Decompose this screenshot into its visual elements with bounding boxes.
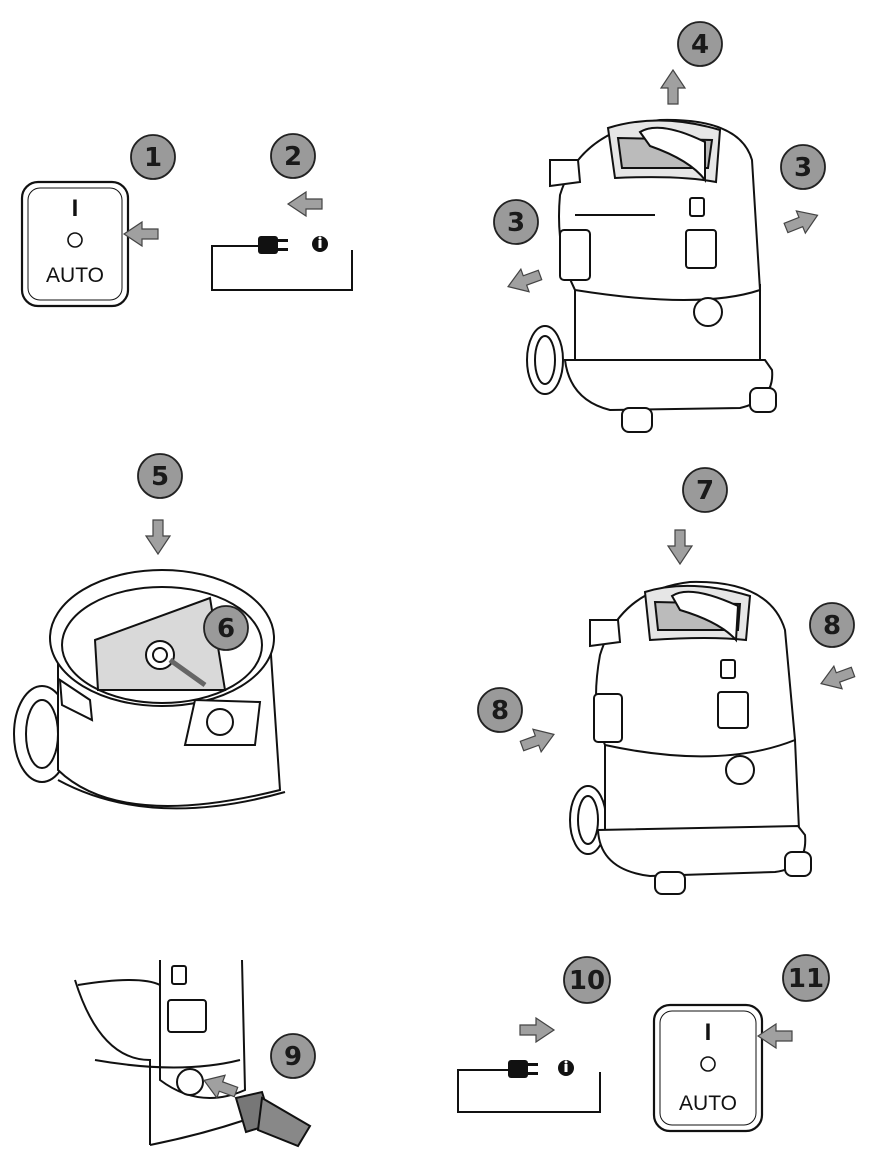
step-badge-4: 4: [677, 21, 723, 67]
switch-panel-11: I AUTO: [652, 1003, 764, 1133]
svg-text:6: 6: [217, 614, 235, 644]
svg-text:10: 10: [569, 966, 605, 996]
svg-text:3: 3: [794, 153, 812, 183]
step-badge-6: 6: [203, 605, 249, 651]
step-badge-3-right: 3: [780, 144, 826, 190]
step-badge-3-left: 3: [493, 199, 539, 245]
svg-text:9: 9: [284, 1042, 302, 1072]
vacuum-illustration-1: [526, 118, 777, 433]
switch-auto-label: AUTO: [46, 264, 104, 287]
step-badge-8-right: 8: [809, 602, 855, 648]
container-illustration: [13, 569, 286, 810]
switch-indicator-light: [700, 1056, 716, 1072]
info-icon: [312, 236, 328, 252]
plug-panel-2: [211, 236, 353, 291]
arrow-step-1: [123, 221, 159, 247]
switch-on-mark: I: [705, 1019, 712, 1046]
switch-indicator-light: [67, 232, 83, 248]
step-badge-8-left: 8: [477, 687, 523, 733]
plug-panel-10: [457, 1060, 601, 1113]
arrow-step-4: [660, 69, 686, 105]
svg-text:11: 11: [788, 964, 824, 994]
step-badge-2: 2: [270, 133, 316, 179]
step-badge-1: 1: [130, 134, 176, 180]
step-badge-9: 9: [270, 1033, 316, 1079]
arrow-step-7: [667, 529, 693, 565]
info-icon: [558, 1060, 574, 1076]
svg-text:8: 8: [823, 611, 841, 641]
switch-on-mark: I: [72, 195, 79, 222]
plug-icon: [258, 236, 288, 254]
svg-text:2: 2: [284, 142, 302, 172]
arrow-step-8-right: [816, 660, 858, 696]
step-badge-11: 11: [782, 954, 830, 1002]
filter-bag-collar: [145, 640, 175, 670]
plug-icon: [508, 1060, 538, 1078]
vacuum-illustration-2: [569, 580, 812, 895]
hose-connection-illustration: [74, 959, 312, 1148]
step-badge-7: 7: [682, 467, 728, 513]
step-badge-5: 5: [137, 453, 183, 499]
arrow-step-10: [519, 1017, 555, 1043]
arrow-step-3-left: [503, 263, 545, 299]
svg-text:7: 7: [696, 476, 714, 506]
arrow-step-2: [287, 191, 323, 217]
svg-text:4: 4: [691, 30, 709, 60]
step-badge-10: 10: [563, 956, 611, 1004]
svg-text:5: 5: [151, 462, 169, 492]
switch-auto-label: AUTO: [679, 1092, 737, 1115]
arrow-step-5: [145, 519, 171, 555]
switch-panel-1: I AUTO: [20, 180, 130, 308]
arrow-step-8-left: [517, 722, 559, 758]
arrow-step-3-right: [780, 203, 823, 240]
svg-text:8: 8: [491, 696, 509, 726]
svg-text:3: 3: [507, 208, 525, 238]
svg-text:1: 1: [144, 143, 162, 173]
